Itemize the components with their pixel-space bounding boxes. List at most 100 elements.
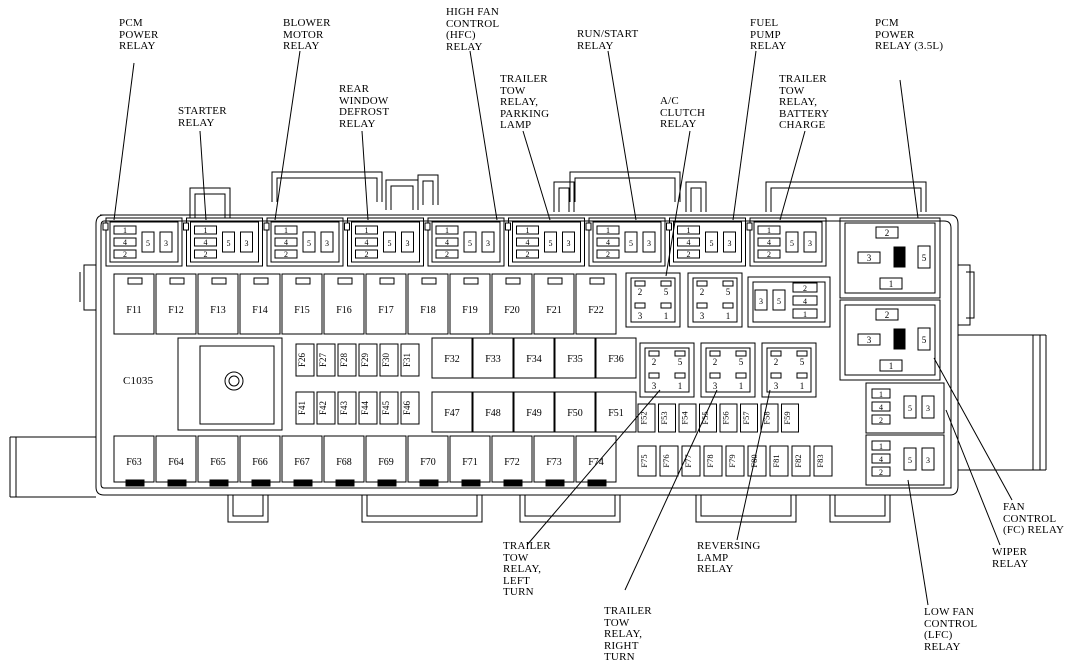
leader-line-13 bbox=[624, 389, 718, 591]
mini-relay-inner bbox=[692, 277, 738, 323]
mini-relay-frame bbox=[687, 272, 743, 328]
fuse-f71: F71 bbox=[449, 435, 491, 487]
fuse-slot bbox=[407, 273, 449, 335]
small-fuse bbox=[678, 403, 697, 433]
fuse-slot-tab bbox=[463, 277, 479, 285]
fuse-label: F57 bbox=[741, 411, 751, 424]
fuse-label: F83 bbox=[815, 454, 825, 467]
relay-pin bbox=[383, 231, 396, 253]
fuse-label: F21 bbox=[546, 305, 562, 316]
fuse-f82: F82 bbox=[791, 445, 811, 477]
micro-relay-frame bbox=[749, 217, 827, 267]
mini-relay-frame bbox=[700, 342, 756, 398]
fuse-f68: F68 bbox=[323, 435, 365, 487]
relay-pin bbox=[159, 231, 173, 253]
fuse-slot-tab bbox=[209, 479, 229, 487]
right-connector bbox=[958, 334, 1047, 471]
bottom-connector-1 bbox=[361, 495, 483, 523]
relay-pin bbox=[634, 280, 646, 287]
bottom-connector-4 bbox=[829, 495, 891, 523]
fuse-slot bbox=[575, 273, 617, 335]
relay-pin bbox=[674, 372, 686, 379]
fuse-label: F49 bbox=[526, 408, 542, 419]
leader-line-6 bbox=[522, 130, 551, 221]
relay-pin-label: 3 bbox=[867, 335, 872, 345]
fuse-slot-tab bbox=[419, 479, 439, 487]
fuse-label: F20 bbox=[504, 305, 520, 316]
top-connector-inner-6 bbox=[690, 187, 702, 212]
fuse-f65: F65 bbox=[197, 435, 239, 487]
small-fuse bbox=[813, 445, 833, 477]
relay-pin-label: 5 bbox=[678, 357, 683, 367]
mini-fuse bbox=[358, 343, 378, 377]
relay-pin-label: 2 bbox=[687, 250, 691, 259]
relay-pin bbox=[796, 350, 808, 357]
relay-pin-label: 4 bbox=[803, 297, 807, 306]
c1035-screw-inner bbox=[228, 375, 240, 387]
fuel-pump-relay-label: FUEL PUMP RELAY bbox=[750, 17, 787, 52]
relay-pin bbox=[516, 225, 539, 235]
relay-pin-label: 1 bbox=[739, 381, 744, 391]
relay-pin bbox=[113, 225, 137, 235]
relay-latch bbox=[424, 222, 431, 231]
relay-pin bbox=[871, 414, 891, 425]
relay-pin bbox=[648, 372, 660, 379]
fuse-label: F46 bbox=[402, 401, 412, 416]
relay-latch bbox=[344, 222, 350, 231]
side-relay-frame bbox=[865, 382, 945, 434]
relay-pin bbox=[770, 350, 782, 357]
fuse-label: F28 bbox=[339, 353, 349, 368]
small-fuse bbox=[760, 403, 779, 433]
relay-pin-label: 3 bbox=[926, 456, 930, 465]
relay-pin bbox=[677, 249, 700, 259]
fuse-slot-tab bbox=[295, 277, 311, 285]
relay-pin-label: 1 bbox=[767, 226, 771, 235]
relay-pin bbox=[735, 350, 747, 357]
relay-pin-label: 1 bbox=[445, 226, 449, 235]
fuse-label: F58 bbox=[762, 411, 772, 424]
leader-line-17 bbox=[907, 479, 929, 606]
fuse-f43: F43 bbox=[337, 391, 357, 425]
relay-pin bbox=[757, 249, 781, 259]
relay-pin-label: 4 bbox=[879, 403, 883, 412]
relay-pin-label: 1 bbox=[879, 390, 883, 399]
relay-latch bbox=[263, 222, 270, 231]
relay-pin-label: 1 bbox=[678, 381, 683, 391]
relay-pin bbox=[596, 249, 620, 259]
small-fuse bbox=[703, 445, 723, 477]
c1035-label: C1035 bbox=[123, 375, 154, 387]
relay-pin bbox=[435, 225, 459, 235]
bottom-connector-inner-0 bbox=[232, 495, 264, 517]
mini-relay-inner bbox=[766, 347, 812, 393]
fuse-slot bbox=[554, 337, 596, 379]
hfc-relay-label: HIGH FAN CONTROL (HFC) RELAY bbox=[446, 6, 500, 53]
mini-relay-frame bbox=[625, 272, 681, 328]
run-start-relay-label: RUN/START RELAY bbox=[577, 28, 639, 52]
mini-fuse bbox=[379, 391, 399, 425]
relay-pin-label: 1 bbox=[800, 381, 805, 391]
relay-pin-label: 5 bbox=[908, 456, 912, 465]
leader-line-12 bbox=[526, 389, 661, 546]
fuse-label: F77 bbox=[683, 454, 693, 467]
relay-pin-label: 4 bbox=[687, 238, 691, 247]
trailer-tow-parking-lamp-relay-label: TRAILER TOW RELAY, PARKING LAMP bbox=[500, 73, 550, 131]
blower-motor-relay-label: BLOWER MOTOR RELAY bbox=[283, 17, 331, 52]
fuse-label: F36 bbox=[608, 354, 624, 365]
micro-relay-inner bbox=[270, 221, 340, 263]
relay-pin-label: 1 bbox=[284, 226, 288, 235]
fuse-label: F48 bbox=[485, 408, 501, 419]
fuse-label: F69 bbox=[378, 457, 394, 468]
top-connector-inner-5 bbox=[574, 177, 676, 202]
relay-pin bbox=[917, 245, 931, 269]
fuse-slot bbox=[554, 391, 596, 433]
c1035-connector-inner bbox=[199, 345, 275, 425]
fuse-f47: F47 bbox=[431, 391, 473, 433]
relay-pin bbox=[785, 231, 799, 253]
fuse-label: F44 bbox=[360, 401, 370, 416]
top-connector-inner-0 bbox=[194, 193, 226, 218]
fuse-slot bbox=[431, 391, 473, 433]
fuse-f59: F59 bbox=[781, 403, 799, 433]
top-connector-1 bbox=[271, 171, 383, 202]
relay-pin-label: 1 bbox=[803, 310, 807, 319]
